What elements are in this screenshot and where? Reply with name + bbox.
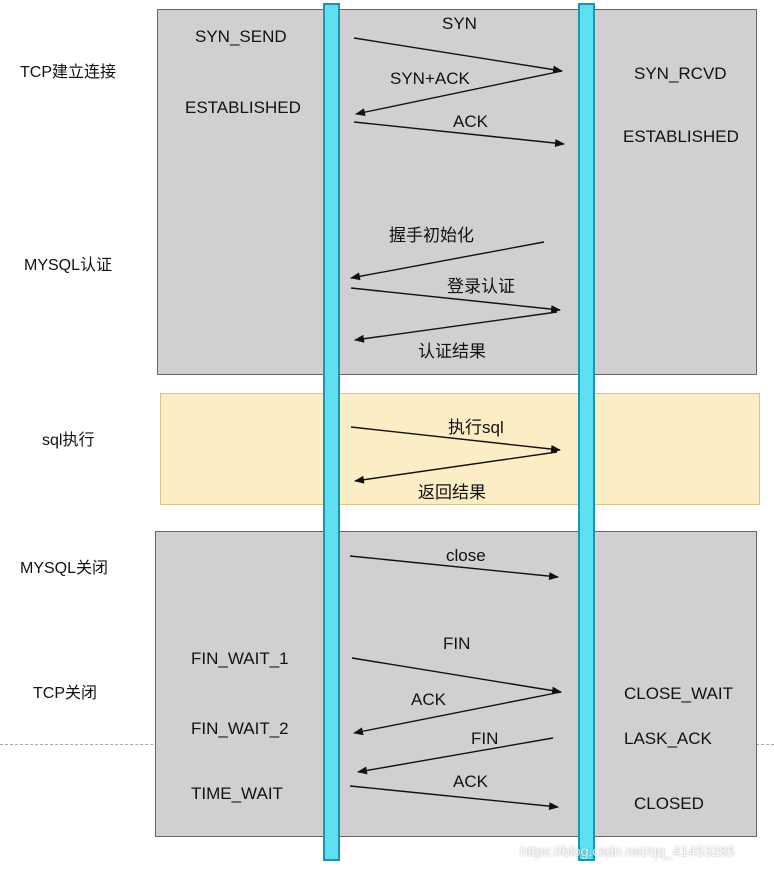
- arrow-fin-2: [357, 737, 554, 775]
- server-state-last-ack: LASK_ACK: [624, 729, 712, 748]
- arrow-ack-2: [353, 691, 562, 736]
- message-label-return-result: 返回结果: [418, 483, 486, 502]
- phase-label-tcp-close: TCP关闭: [33, 685, 98, 702]
- watermark-text: https://blog.csdn.net/qq_41453285: [520, 843, 735, 859]
- arrow-login-auth: [350, 287, 561, 314]
- message-label-syn: SYN: [442, 14, 477, 33]
- phase-label-mysql-auth: MYSQL认证: [24, 257, 113, 274]
- phase-label-sql-exec: sql执行: [42, 432, 95, 449]
- arrow-syn: [353, 37, 563, 74]
- arrow-syn-ack: [355, 70, 563, 117]
- arrow-ack-3: [349, 785, 559, 811]
- arrow-ack-1: [353, 121, 565, 148]
- phase-label-mysql-close: MYSQL关闭: [20, 560, 109, 577]
- message-label-ack-1: ACK: [453, 112, 488, 131]
- client-state-fin-wait-2: FIN_WAIT_2: [191, 719, 289, 738]
- client-state-syn-send: SYN_SEND: [195, 27, 287, 46]
- server-lifeline: [578, 3, 595, 861]
- message-label-fin-1: FIN: [443, 634, 471, 653]
- client-lifeline: [323, 3, 340, 861]
- arrow-exec-sql: [350, 426, 561, 453]
- close-panel: [155, 531, 757, 837]
- message-label-fin-2: FIN: [471, 729, 499, 748]
- message-label-handshake-init: 握手初始化: [389, 226, 474, 245]
- phase-label-tcp-connect: TCP建立连接: [20, 64, 117, 81]
- arrow-close: [349, 555, 559, 581]
- arrow-fin-1: [351, 657, 562, 695]
- server-state-closed: CLOSED: [634, 794, 704, 813]
- sql-exec-panel: [160, 393, 760, 505]
- server-state-close-wait: CLOSE_WAIT: [624, 684, 733, 703]
- server-state-established: ESTABLISHED: [623, 127, 739, 146]
- message-label-syn-ack: SYN+ACK: [390, 69, 470, 88]
- server-state-syn-rcvd: SYN_RCVD: [634, 64, 727, 83]
- arrow-auth-result: [354, 311, 558, 343]
- message-label-login-auth: 登录认证: [447, 277, 515, 296]
- message-label-close: close: [446, 546, 486, 565]
- client-state-fin-wait-1: FIN_WAIT_1: [191, 649, 289, 668]
- client-state-established: ESTABLISHED: [185, 98, 301, 117]
- connect-auth-panel: [157, 9, 757, 375]
- message-label-ack-2: ACK: [411, 690, 446, 709]
- message-label-exec-sql: 执行sql: [448, 418, 504, 437]
- message-label-auth-result: 认证结果: [418, 342, 486, 361]
- arrow-return-result: [354, 451, 558, 484]
- arrow-handshake-init: [350, 241, 545, 281]
- client-state-time-wait: TIME_WAIT: [191, 784, 283, 803]
- message-label-ack-3: ACK: [453, 772, 488, 791]
